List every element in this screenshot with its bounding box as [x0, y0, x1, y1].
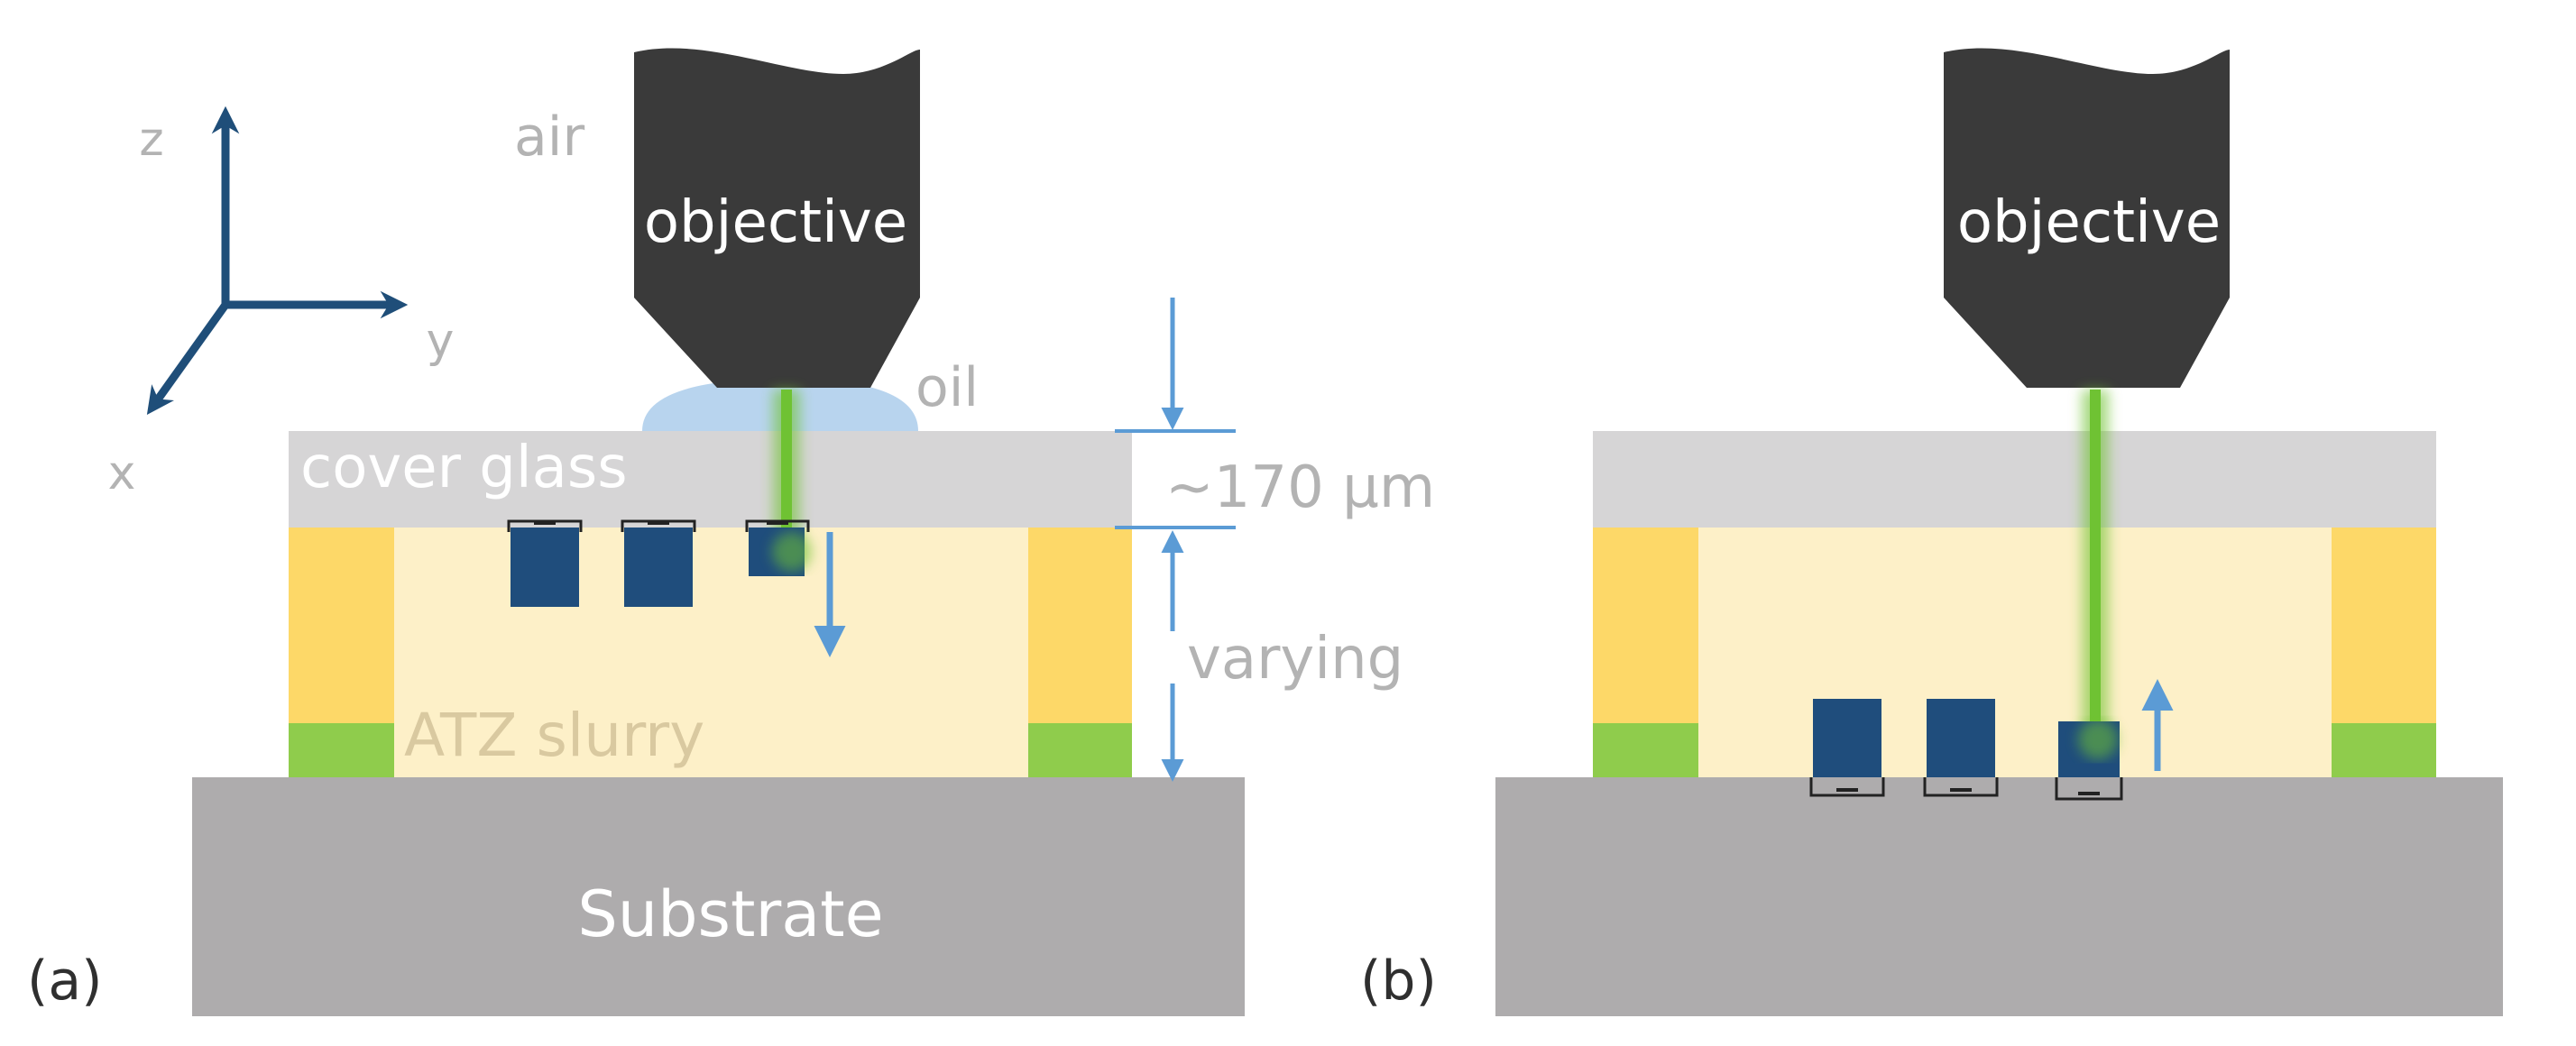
x-axis-label: x: [108, 446, 136, 500]
objective-b: [1944, 48, 2230, 389]
panel-b: objective (b): [1360, 48, 2503, 1016]
spacer-left-base-a: [289, 723, 394, 777]
spacer-right-b: [2332, 528, 2436, 723]
x-axis: [146, 302, 229, 415]
structure-1-a: [507, 519, 583, 607]
air-label: air: [514, 106, 584, 169]
z-axis-label: z: [139, 113, 163, 167]
laser-beam-b: [2090, 390, 2101, 750]
objective-a: [634, 48, 920, 389]
laser-focus-b: [2078, 720, 2118, 759]
glass-thickness-label: ~170 µm: [1165, 454, 1435, 521]
substrate-a: [192, 777, 1245, 1016]
y-axis-label: y: [427, 314, 455, 368]
spacer-right-base-a: [1028, 723, 1132, 777]
slurry-label: ATZ slurry: [404, 701, 704, 770]
spacer-right-a: [1028, 528, 1132, 723]
coordinate-axes: z y x: [108, 106, 455, 500]
panel-a-label: (a): [27, 950, 103, 1013]
structure-2-b: [1923, 699, 1999, 797]
slurry-b: [1593, 528, 2436, 777]
spacer-right-base-b: [2332, 723, 2436, 777]
oil-label: oil: [915, 356, 979, 419]
panel-a: Substrate cover glass ATZ slurry objecti…: [27, 48, 1435, 1016]
structure-2-a: [621, 519, 696, 607]
laser-focus-a: [772, 532, 812, 572]
slurry-thickness-label: varying: [1187, 626, 1403, 693]
spacer-left-base-b: [1593, 723, 1698, 777]
structure-1-b: [1809, 699, 1885, 797]
spacer-left-a: [289, 528, 394, 723]
spacer-left-b: [1593, 528, 1698, 723]
objective-label-b: objective: [1957, 189, 2221, 256]
substrate-label: Substrate: [577, 877, 883, 951]
cover-glass-label: cover glass: [300, 435, 628, 501]
cover-glass-a: [289, 431, 1132, 528]
panel-b-label: (b): [1360, 950, 1437, 1013]
dimension-markers: [1115, 298, 1236, 782]
cover-glass-b: [1593, 431, 2436, 528]
substrate-b: [1495, 777, 2503, 1016]
objective-label-a: objective: [644, 189, 907, 256]
slurry-a: [289, 528, 1132, 777]
